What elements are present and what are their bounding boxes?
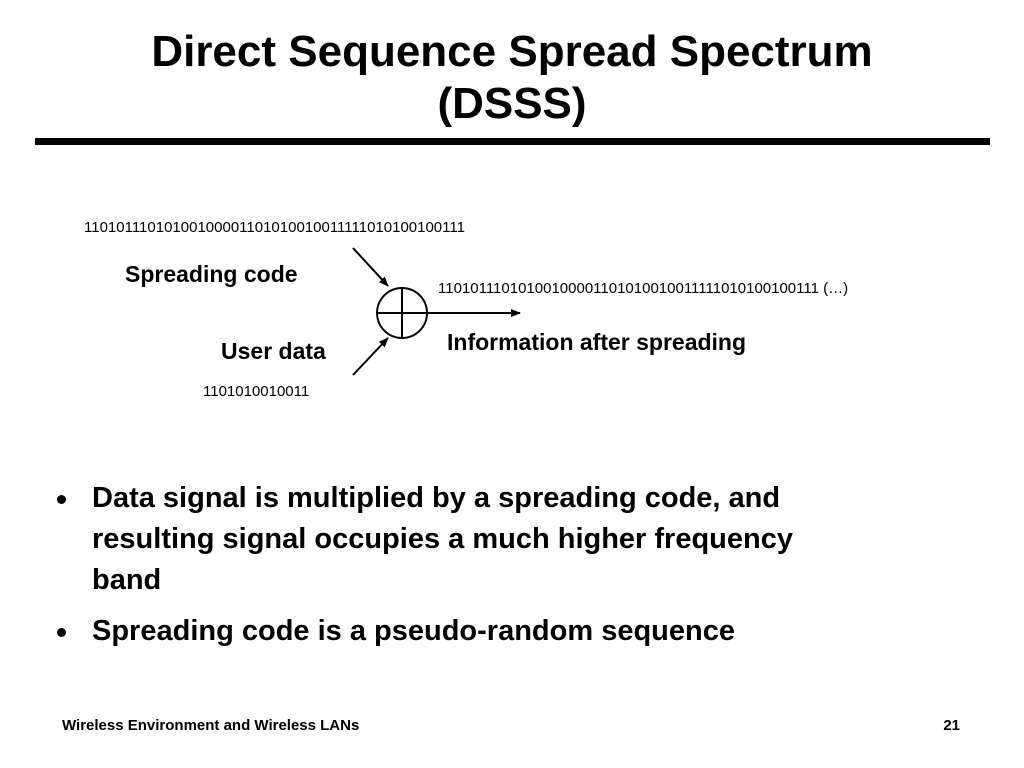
footer-course-title: Wireless Environment and Wireless LANs (62, 717, 360, 734)
slide-title-line-1: Direct Sequence Spread Spectrum (151, 27, 873, 76)
bullet-1-line-2: resulting signal occupies a much higher … (92, 523, 793, 555)
bullet-list: Data signal is multiplied by a spreading… (55, 478, 955, 662)
footer-page-number: 21 (943, 717, 960, 734)
slide-title-line-2: (DSSS) (437, 79, 587, 128)
output-label: Information after spreading (447, 329, 746, 355)
title-underline (35, 138, 990, 145)
bullet-dot-icon (57, 495, 66, 504)
spreading-code-bits: 1101011101010010000110101001001111101010… (84, 219, 465, 236)
user-data-bits: 1101010010011 (203, 383, 309, 400)
bullet-item: Data signal is multiplied by a spreading… (55, 478, 955, 601)
xor-circle-icon (376, 287, 428, 339)
spreading-code-arrow (352, 247, 389, 287)
spreading-code-label: Spreading code (125, 261, 298, 287)
bullet-2-line-1: Spreading code is a pseudo-random sequen… (92, 615, 735, 647)
slide-title: Direct Sequence Spread Spectrum (DSSS) (0, 26, 1024, 130)
output-bits: 1101011101010010000110101001001111101010… (438, 280, 848, 297)
bullet-1-line-1: Data signal is multiplied by a spreading… (92, 482, 781, 514)
user-data-label: User data (221, 338, 326, 364)
bullet-1-line-3: band (92, 564, 162, 596)
user-data-arrow (352, 337, 389, 376)
bullet-dot-icon (57, 628, 66, 637)
bullet-item: Spreading code is a pseudo-random sequen… (55, 611, 955, 652)
